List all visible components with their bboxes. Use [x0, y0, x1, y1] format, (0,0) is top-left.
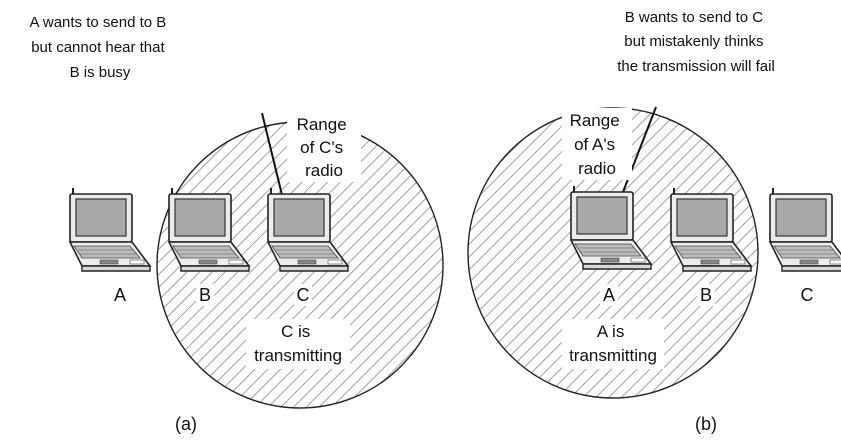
node-label-b: B — [196, 284, 214, 306]
svg-text:A: A — [603, 285, 615, 305]
svg-text:B: B — [700, 285, 712, 305]
caption-b: B wants to send to C but mistakenly thin… — [617, 9, 775, 75]
sublabel-a: (a) — [175, 414, 197, 434]
svg-text:B: B — [199, 285, 211, 305]
sublabel-b: (b) — [695, 414, 717, 434]
range-label-a: Range of A's radio — [562, 108, 632, 180]
svg-text:C: C — [297, 285, 310, 305]
laptop-icon — [69, 187, 151, 272]
node-label-b-b: B — [697, 284, 715, 306]
caption-a: A wants to send to B but cannot hear tha… — [30, 14, 171, 81]
svg-text:A is transmitting: A is transmitting — [569, 322, 657, 365]
status-label-a: A is transmitting — [562, 319, 664, 369]
svg-text:C: C — [801, 285, 814, 305]
radius-line-c — [261, 112, 283, 196]
node-label-c-b: C — [798, 284, 816, 306]
node-label-a-b: A — [600, 284, 618, 306]
panel-a: A wants to send to B but cannot hear tha… — [30, 14, 444, 434]
status-label-c: C is transmitting — [246, 319, 350, 369]
panel-b: B wants to send to C but mistakenly thin… — [467, 9, 841, 434]
svg-text:A: A — [114, 285, 126, 305]
range-label-c: Range of C's radio — [287, 112, 361, 182]
laptop-icon — [769, 187, 841, 272]
svg-text:C is transmitting: C is transmitting — [254, 322, 342, 365]
node-label-a: A — [111, 284, 129, 306]
svg-text:Range of A's r: Range of A's radio — [570, 111, 625, 178]
svg-text:Range of C's r: Range of C's radio — [297, 115, 352, 180]
node-label-c: C — [294, 284, 312, 306]
